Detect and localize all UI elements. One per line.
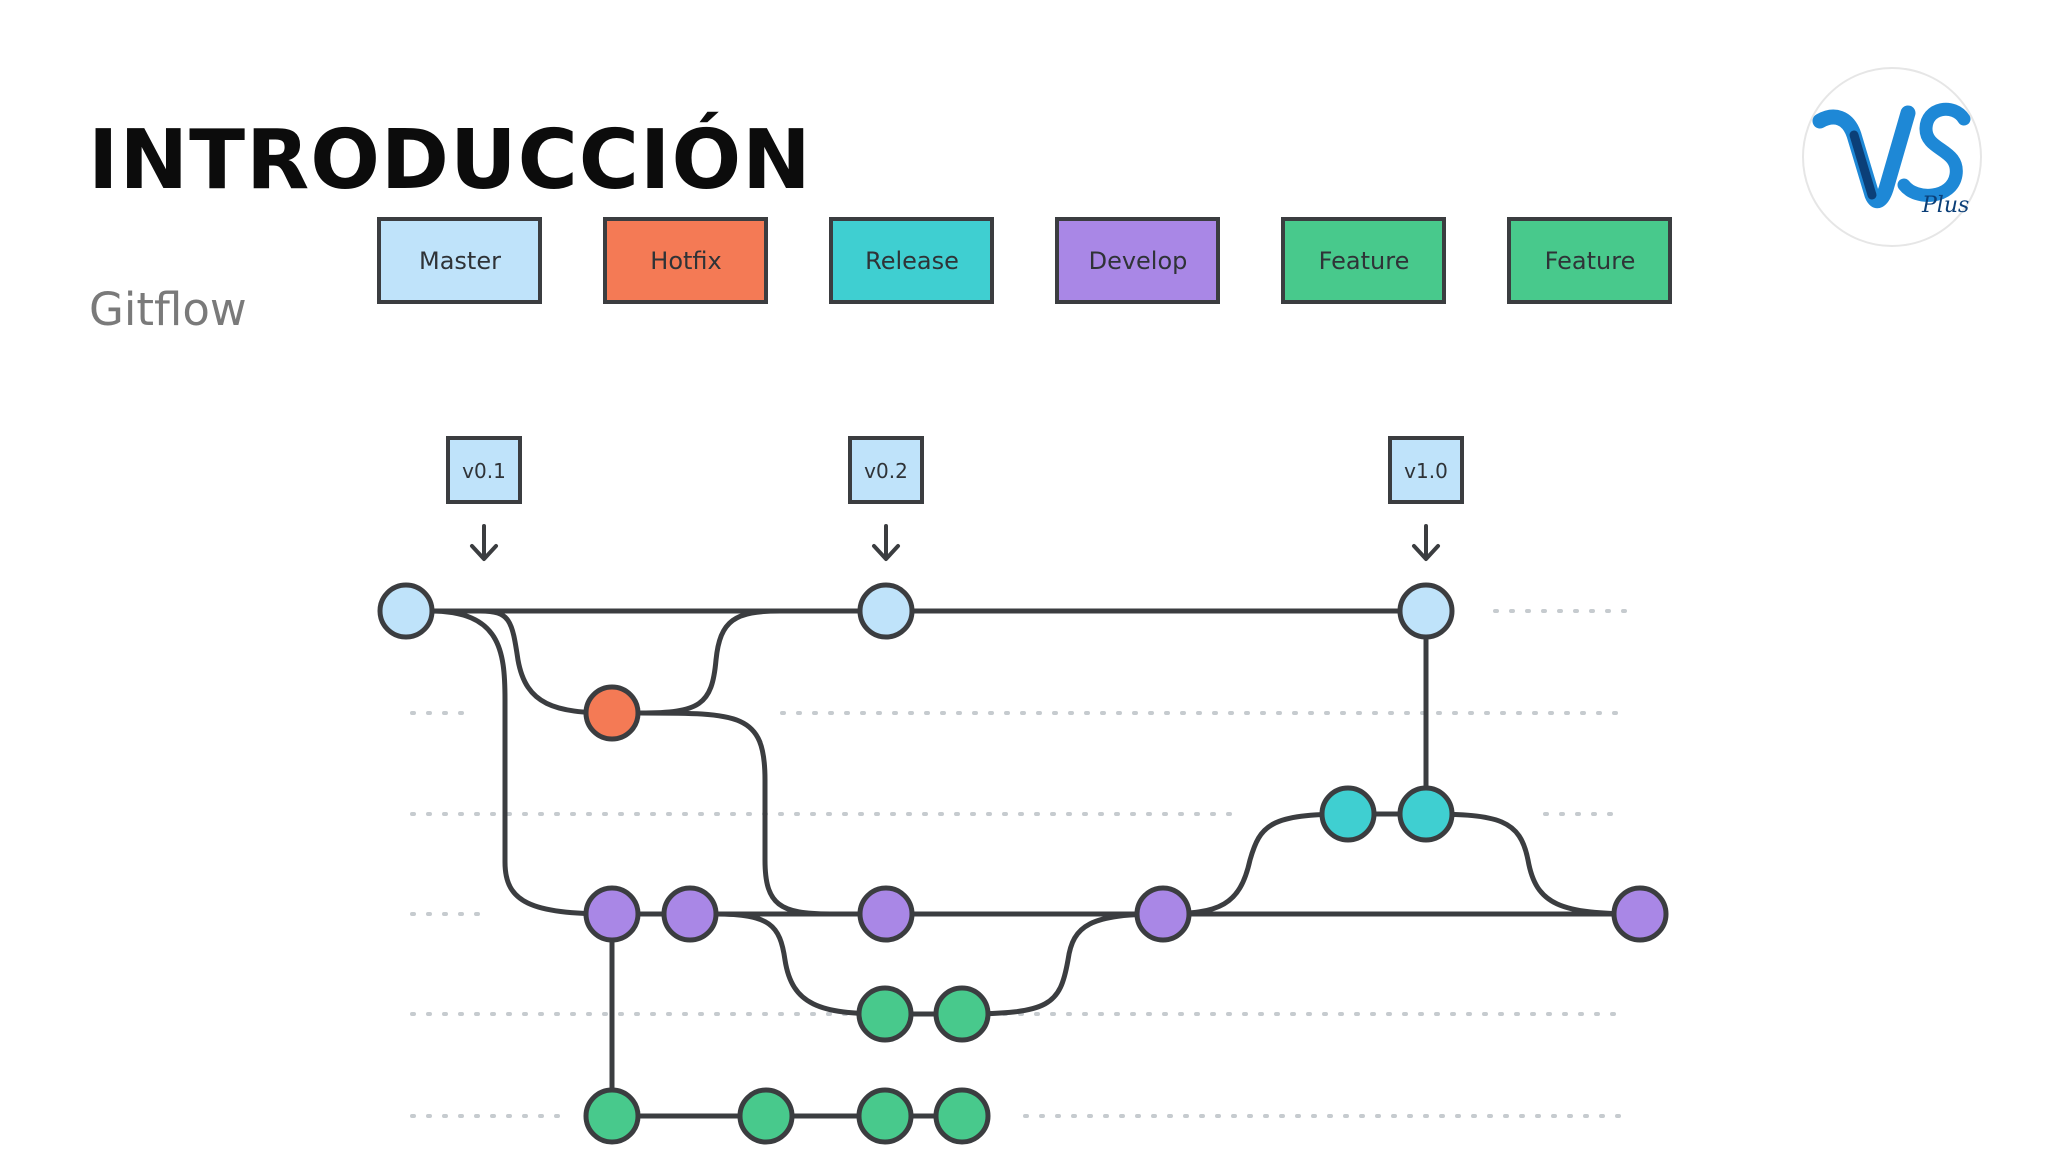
commits <box>377 582 1669 1145</box>
arrow-down-icon <box>872 524 900 561</box>
svg-text:v1.0: v1.0 <box>1404 459 1448 483</box>
commit-feature-1 <box>933 985 991 1043</box>
commit-feature-1 <box>856 985 914 1043</box>
legend-release: Release <box>829 217 994 304</box>
tag-v0-1: v0.1 <box>446 436 522 561</box>
lane-dots <box>410 609 1627 1118</box>
commit-feature-2 <box>933 1087 991 1145</box>
logo-mark-icon: Plus <box>1812 102 1971 218</box>
commit-feature-2 <box>737 1087 795 1145</box>
vs-plus-logo: Plus <box>1802 67 1982 247</box>
commit-feature-2 <box>856 1087 914 1145</box>
svg-text:v0.2: v0.2 <box>864 459 908 483</box>
commit-master <box>1397 582 1455 640</box>
slide-subtitle: Gitflow <box>89 283 247 336</box>
commit-release <box>1397 785 1455 843</box>
svg-text:Release: Release <box>865 247 959 275</box>
arrow-down-icon <box>1412 524 1440 561</box>
tag-v1-0: v1.0 <box>1388 436 1464 561</box>
legend-master: Master <box>377 217 542 304</box>
arrow-down-icon <box>470 524 498 561</box>
commit-master <box>377 582 435 640</box>
svg-text:Hotfix: Hotfix <box>650 247 721 275</box>
svg-text:v0.1: v0.1 <box>462 459 506 483</box>
svg-text:Plus: Plus <box>1921 193 1969 218</box>
commit-master <box>857 582 915 640</box>
legend-hotfix: Hotfix <box>603 217 768 304</box>
commit-develop <box>1134 885 1192 943</box>
legend-feature-1: Feature <box>1281 217 1446 304</box>
legend-develop: Develop <box>1055 217 1220 304</box>
commit-develop <box>583 885 641 943</box>
commit-develop <box>661 885 719 943</box>
commit-hotfix <box>583 684 641 742</box>
legend-feature-2: Feature <box>1507 217 1672 304</box>
version-tags: v0.1 v0.2 v1.0 <box>446 436 1464 561</box>
branch-lines <box>403 608 1643 1119</box>
commit-feature-2 <box>583 1087 641 1145</box>
svg-text:Feature: Feature <box>1319 247 1410 275</box>
commit-release <box>1319 785 1377 843</box>
svg-text:Feature: Feature <box>1545 247 1636 275</box>
legend: Master Hotfix Release Develop Feature Fe… <box>377 217 1672 304</box>
svg-text:Master: Master <box>419 247 501 275</box>
slide-title: INTRODUCCIÓN <box>88 113 812 208</box>
commit-develop <box>1611 885 1669 943</box>
svg-text:Develop: Develop <box>1089 247 1188 275</box>
tag-v0-2: v0.2 <box>848 436 924 561</box>
commit-develop <box>857 885 915 943</box>
